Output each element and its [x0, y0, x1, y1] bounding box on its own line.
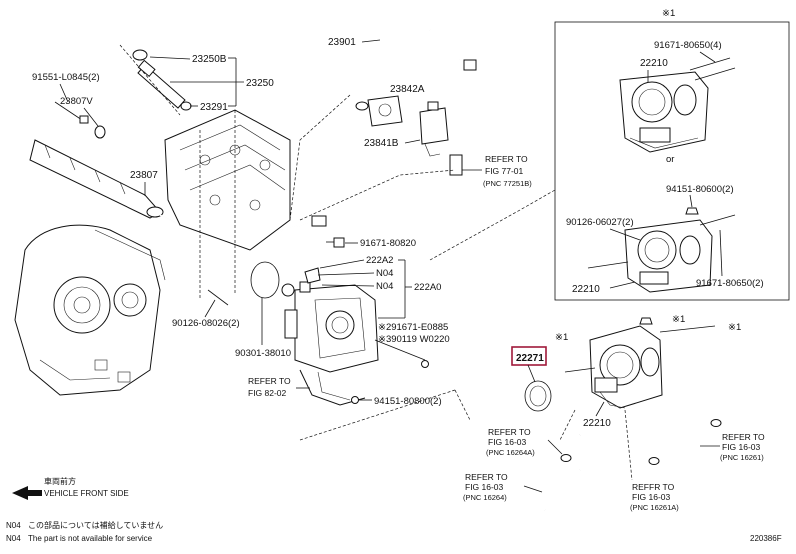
callout-N04-b: N04: [376, 281, 393, 292]
callout-star1-main: ※1: [555, 332, 568, 343]
note2-code: N04: [6, 534, 21, 543]
callout-22271: 22271: [516, 353, 544, 364]
bolt-91551: [54, 101, 89, 124]
svg-text:REFER TO: REFER TO: [485, 154, 528, 164]
svg-text:FIG 16-03: FIG 16-03: [488, 437, 527, 447]
inset-or-label: or: [666, 154, 674, 165]
callout-22210-main: 22210: [583, 418, 611, 429]
dash-line-a: [289, 94, 351, 221]
callout-390119-W0220: ※390119 W0220: [378, 334, 450, 345]
inset-22210-bottom-label: 22210: [572, 284, 600, 295]
inset-90126-06027-label: 90126-06027(2): [566, 217, 634, 228]
highlight-box-22271: [511, 346, 547, 366]
dash-lines-bottom: [454, 389, 576, 441]
svg-text:FIG 16-03: FIG 16-03: [632, 492, 671, 502]
bolt-91671-80820: [326, 237, 345, 248]
callout-23807: 23807: [130, 170, 158, 181]
vacuum-hose-23901: [355, 16, 477, 176]
inset-91671-80650-2-label: 91671-80650(2): [696, 278, 764, 289]
ref-fig82: REFER TO FIG 82-02: [248, 376, 310, 398]
vsv-23841B: [419, 101, 449, 157]
callout-23807V: 23807V: [60, 96, 93, 107]
ref-fig16a: REFER TO FIG 16-03 (PNC 16264A): [486, 427, 563, 457]
inset-throttle-body-lower: [587, 207, 736, 293]
callout-91551-L0845: 91551-L0845(2): [32, 72, 100, 83]
svg-text:REFER TO: REFER TO: [488, 427, 531, 437]
inset-22210-top-label: 22210: [640, 58, 668, 69]
svg-text:REFER TO: REFER TO: [465, 472, 508, 482]
callout-91671-80820: 91671-80820: [360, 238, 416, 249]
inset-box: ※1 22210 91671-80650(4) or 941: [554, 8, 790, 301]
svg-text:(PNC 77251B): (PNC 77251B): [483, 179, 532, 188]
ref-fig77: REFER TO FIG 77-01 (PNC 77251B): [462, 154, 532, 188]
note1-code: N04: [6, 521, 21, 530]
callout-star1-small: ※1: [672, 314, 685, 325]
drawing-id: 220386F: [750, 534, 782, 543]
inset-throttle-body-upper: [619, 57, 736, 153]
callout-23841B: 23841B: [364, 138, 399, 149]
water-hose-16264: [542, 468, 581, 511]
callout-94151-80800: 94151-80800(2): [374, 396, 442, 407]
svg-text:(PNC 16261): (PNC 16261): [720, 453, 764, 462]
callout-90126-08026: 90126-08026(2): [172, 318, 240, 329]
ref-fig16c: REFER TO FIG 16-03 (PNC 16261): [700, 432, 765, 462]
callout-222A2: 222A2: [366, 255, 393, 266]
svg-text:(PNC 16261A): (PNC 16261A): [630, 503, 679, 512]
inset-94151-80600-label: 94151-80600(2): [666, 184, 734, 195]
vehicle-front-indicator: 車両前方 VEHICLE FRONT SIDE: [12, 476, 129, 500]
gasket-22271: [524, 380, 552, 412]
callout-291671-E0885: ※291671-E0885: [378, 322, 448, 333]
gasket-90301: [250, 261, 280, 299]
svg-text:(PNC 16264): (PNC 16264): [463, 493, 507, 502]
callout-23291: 23291: [200, 102, 228, 113]
water-hose-16264A: [560, 434, 581, 462]
footnotes: N04 この部品については補給していません N04 The part is no…: [6, 520, 163, 543]
throttle-body-22210: [564, 317, 716, 409]
front-label-en: VEHICLE FRONT SIDE: [44, 489, 129, 498]
water-hose-16261: [648, 419, 722, 465]
callout-90301-38010: 90301-38010: [235, 348, 291, 359]
grommet-23807V: [94, 125, 106, 139]
svg-text:REFER TO: REFER TO: [248, 376, 291, 386]
dash-line-b: [299, 169, 456, 221]
inset-91671-80650-4-label: 91671-80650(4): [654, 40, 722, 51]
callout-23250: 23250: [246, 78, 274, 89]
callout-23250B: 23250B: [192, 54, 227, 65]
stud-90126: [207, 289, 229, 306]
svg-text:REFFR TO: REFFR TO: [632, 482, 675, 492]
ref-fig16d: REFFR TO FIG 16-03 (PNC 16261A): [624, 409, 679, 512]
callout-23842A: 23842A: [390, 84, 425, 95]
fuel-injector-group: [119, 44, 192, 116]
ref-fig16b: REFER TO FIG 16-03 (PNC 16264): [463, 472, 543, 502]
throttle-assembly-middle: [281, 267, 429, 406]
callout-23901: 23901: [328, 37, 356, 48]
vsv-23842A: [367, 95, 403, 127]
svg-text:REFER TO: REFER TO: [722, 432, 765, 442]
engine-head-outline: [164, 109, 291, 300]
callout-N04-a: N04: [376, 268, 393, 279]
callout-star1-small2: ※1: [728, 322, 741, 333]
intake-manifold: [14, 224, 166, 396]
dash-to-inset: [429, 189, 556, 261]
dash-to-bottom: [299, 389, 456, 441]
note1-text: この部品については補給していません: [28, 520, 163, 530]
front-arrow-icon: [12, 486, 42, 500]
svg-text:(PNC 16264A): (PNC 16264A): [486, 448, 535, 457]
callout-222A0: 222A0: [414, 282, 441, 293]
svg-text:FIG 16-03: FIG 16-03: [465, 482, 504, 492]
note2-text: The part is not available for service: [28, 534, 153, 543]
svg-text:FIG 16-03: FIG 16-03: [722, 442, 761, 452]
front-label-jp: 車両前方: [44, 476, 76, 486]
svg-text:FIG 77-01: FIG 77-01: [485, 166, 524, 176]
svg-text:FIG 82-02: FIG 82-02: [248, 388, 287, 398]
inset-star-label: ※1: [662, 8, 675, 19]
